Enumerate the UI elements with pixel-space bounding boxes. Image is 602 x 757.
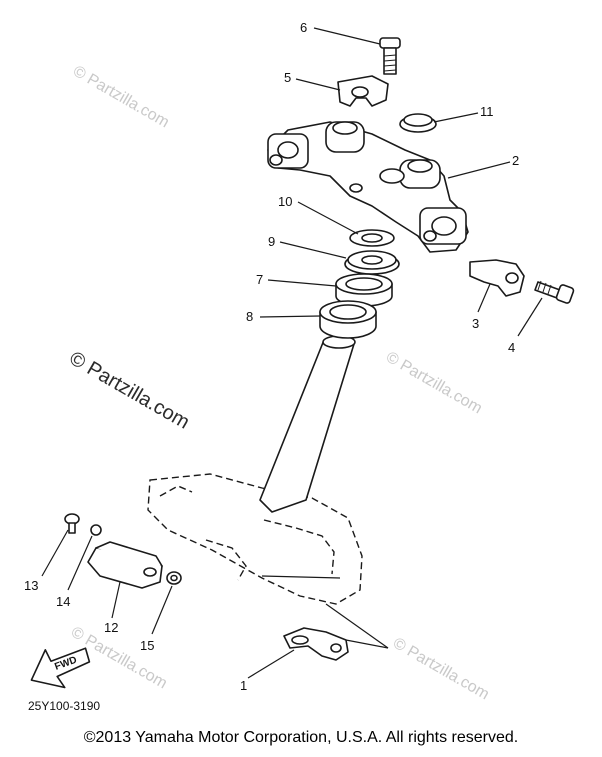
callout-15: 15 [140,638,154,653]
callout-2: 2 [512,153,519,168]
watermark-main: © Partzilla.com [66,347,194,433]
callout-4: 4 [508,340,515,355]
fwd-arrow-icon: FWD [30,647,91,689]
part-2-upper-bracket [267,121,469,253]
callout-numbers: 1 2 3 4 5 6 7 8 9 10 11 12 13 14 15 [24,20,519,693]
callout-9: 9 [268,234,275,249]
copyright-notice: ©2013 Yamaha Motor Corporation, U.S.A. A… [83,729,519,746]
callout-7: 7 [256,272,263,287]
callout-3: 3 [472,316,479,331]
part-12-clamp [87,541,163,589]
lower-bracket-with-stem [147,335,363,605]
part-5-upper-holder [337,75,389,107]
part-15-nut [166,571,182,585]
watermark-bottom-right: © Partzilla.com [390,635,492,704]
part-9-cover [344,250,400,275]
callout-1: 1 [240,678,247,693]
part-8-bearing [319,300,377,339]
part-4-bolt [534,280,575,304]
callout-10: 10 [278,194,292,209]
part-13-screw [64,513,80,534]
callout-8: 8 [246,309,253,324]
leader-lines [41,27,543,679]
callout-11: 11 [480,104,494,119]
callout-6: 6 [300,20,307,35]
diagram-code: 25Y100-3190 [28,699,100,713]
watermark-mid-right: © Partzilla.com [383,349,485,418]
part-3-lower-holder [469,259,525,297]
part-10-ring-nut [349,229,395,247]
callout-12: 12 [104,620,118,635]
part-1-holder [283,627,349,661]
callout-5: 5 [284,70,291,85]
part-6-bolt [379,37,401,75]
callout-14: 14 [56,594,70,609]
watermark-top-left: © Partzilla.com [70,63,172,132]
callout-13: 13 [24,578,38,593]
part-14-washer [90,524,102,536]
part-11-cap [399,113,437,133]
